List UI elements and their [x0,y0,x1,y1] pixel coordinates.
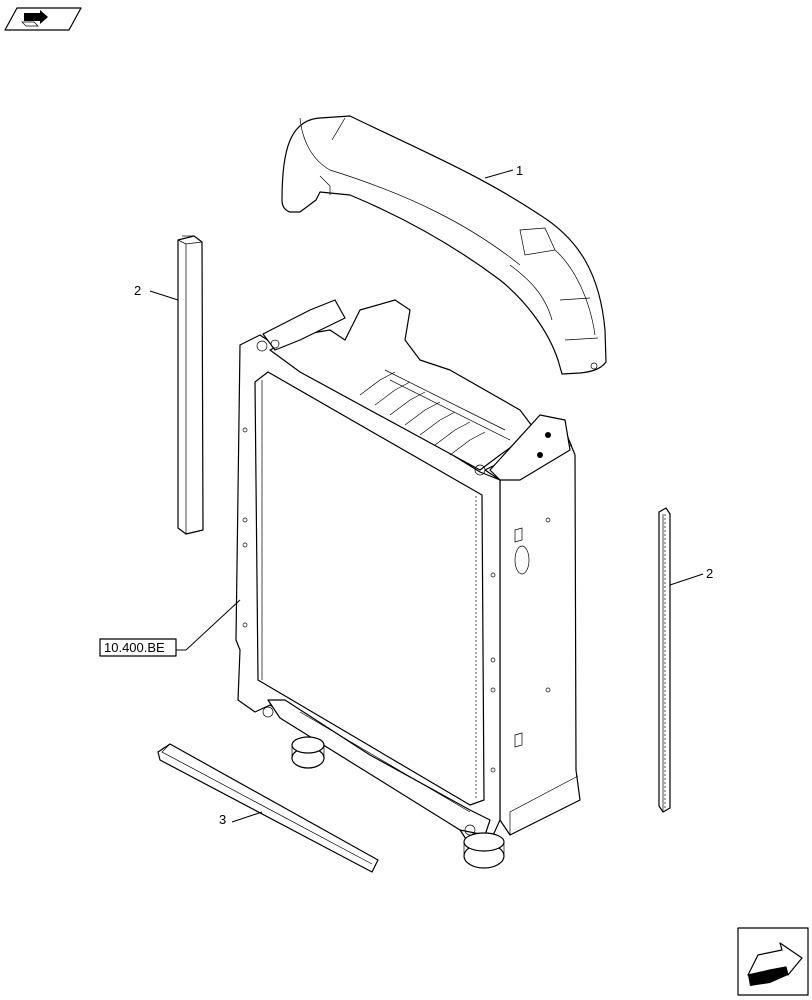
reference-label[interactable]: 10.400.BE [99,638,177,657]
callout-2-left-leader [149,290,179,301]
book-arrow-icon[interactable] [4,7,82,31]
callout-3-leader [231,811,263,823]
right-seal-strip-part [658,507,671,813]
callout-2-right: 2 [706,566,713,581]
callout-1: 1 [516,163,523,178]
top-shroud-part [281,115,607,375]
reference-label-text: 10.400.BE [104,640,165,655]
callout-1-leader [484,169,514,179]
callout-2-right-leader [669,573,704,586]
callout-2-left: 2 [134,283,141,298]
callout-3: 3 [219,812,226,827]
radiator-assembly [235,299,581,869]
top-tank-fins [359,369,511,456]
next-page-arrow-icon[interactable] [737,927,809,996]
left-seal-strip-part [177,235,204,535]
bottom-mount-feet [262,706,505,869]
frame-holes [242,427,551,773]
bottom-seal-strip-part [157,743,379,873]
